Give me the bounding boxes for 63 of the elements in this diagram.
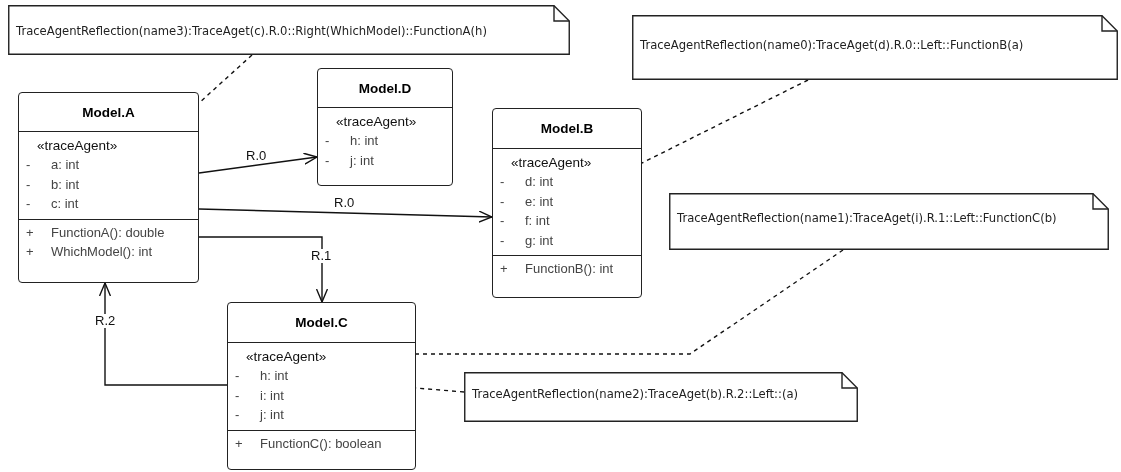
association-arrow — [198, 152, 318, 174]
note-text: TraceAgentReflection(name2):TraceAget(b).R.2::Left::(a) — [472, 387, 799, 401]
attribute-text: h: int — [350, 132, 379, 150]
note-text: TraceAgentReflection(name0):TraceAget(d).R.0::Left::FunctionB(a) — [640, 38, 1024, 52]
note-box — [8, 5, 570, 55]
note-connector — [415, 249, 844, 355]
visibility-marker: - — [26, 195, 31, 213]
attribute-text: i: int — [260, 386, 284, 405]
visibility-marker: - — [500, 192, 505, 211]
visibility-marker: - — [500, 173, 505, 191]
visibility-marker: + — [26, 223, 34, 242]
class-box — [317, 68, 453, 186]
attribute-text: f: int — [525, 212, 550, 230]
operation-text: FunctionA(): double — [51, 223, 165, 242]
edge-label: R.2 — [94, 314, 117, 328]
class-name: Model.A — [82, 104, 135, 120]
note-box — [632, 15, 1118, 80]
note-box — [464, 372, 858, 422]
visibility-marker: - — [26, 156, 31, 174]
visibility-marker: - — [26, 175, 31, 194]
edge-label: R.1 — [310, 249, 333, 263]
visibility-marker: - — [235, 406, 240, 424]
attribute-text: h: int — [260, 367, 289, 385]
association-arrow — [198, 208, 493, 223]
stereotype: «traceAgent» — [511, 154, 592, 172]
attribute-text: g: int — [525, 231, 554, 250]
attribute-text: a: int — [51, 156, 80, 174]
edge-label: R.0 — [333, 196, 356, 210]
attribute-text: j: int — [350, 151, 374, 170]
attribute-text: c: int — [51, 195, 79, 213]
edge-label: R.0 — [245, 149, 268, 163]
visibility-marker: - — [500, 212, 505, 230]
note-connector — [641, 79, 809, 164]
visibility-marker: - — [325, 132, 330, 150]
visibility-marker: - — [235, 367, 240, 385]
visibility-marker: + — [26, 243, 34, 261]
note-text: TraceAgentReflection(name3):TraceAget(c).R.0::Right(WhichModel)::FunctionA(h) — [16, 24, 487, 38]
stereotype: «traceAgent» — [246, 348, 327, 366]
operation-text: FunctionC(): boolean — [260, 434, 382, 453]
note-connector — [198, 54, 253, 104]
visibility-marker: - — [325, 151, 330, 170]
class-name: Model.C — [295, 315, 348, 330]
class-box — [227, 302, 416, 470]
operation-text: WhichModel(): int — [51, 243, 153, 261]
visibility-marker: - — [235, 386, 240, 405]
attribute-text: j: int — [260, 406, 284, 424]
stereotype: «traceAgent» — [37, 137, 118, 155]
note-text: TraceAgentReflection(name1):TraceAget(i).R.1::Left::FunctionC(b) — [677, 211, 1057, 225]
note-box — [669, 193, 1109, 250]
class-box — [18, 92, 199, 283]
visibility-marker: + — [500, 260, 508, 278]
stereotype: «traceAgent» — [336, 113, 417, 131]
attribute-text: b: int — [51, 175, 80, 194]
class-name: Model.B — [540, 121, 594, 136]
class-box — [492, 108, 642, 298]
attribute-text: e: int — [525, 192, 554, 211]
visibility-marker: + — [235, 434, 243, 453]
visibility-marker: - — [500, 231, 505, 250]
class-name: Model.D — [358, 80, 412, 96]
association-arrow — [98, 282, 228, 386]
operation-text: FunctionB(): int — [525, 260, 614, 278]
association-arrow — [198, 236, 329, 303]
attribute-text: d: int — [525, 173, 554, 191]
